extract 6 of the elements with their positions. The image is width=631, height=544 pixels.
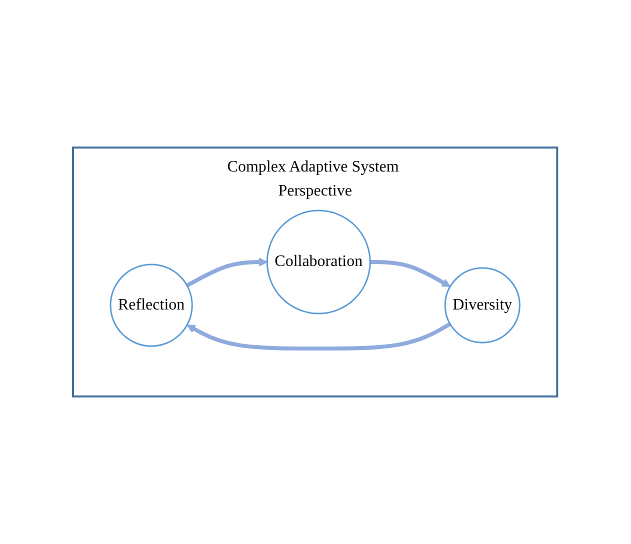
arrow: [370, 260, 451, 288]
arrow: [186, 258, 268, 288]
node-circle: Collaboration: [266, 210, 372, 314]
node-circle: Reflection: [110, 264, 194, 347]
node-circle: Diversity: [444, 267, 521, 344]
arrow: [187, 322, 452, 351]
